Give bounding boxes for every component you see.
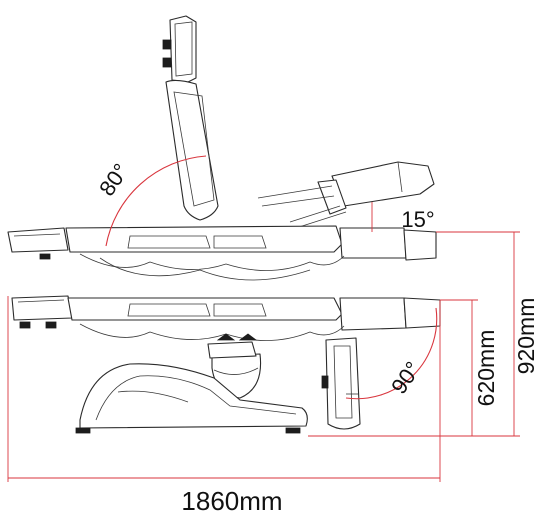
legrest-down [321, 337, 361, 430]
dimension-lines [7, 202, 520, 482]
flat-position-chair [11, 295, 441, 434]
frame-upper [7, 225, 437, 281]
base [75, 363, 308, 434]
back-angle-label: 80° [94, 159, 134, 201]
total-length-label: 1860mm [181, 486, 282, 516]
raised-position-chair [7, 15, 437, 281]
min-height-label: 620mm [473, 330, 499, 407]
angle-arcs [105, 155, 438, 400]
backrest-raised [162, 15, 219, 221]
cushions-flat [11, 295, 441, 341]
leg-angle-label: 15° [401, 207, 434, 232]
legrest-raised [257, 161, 435, 229]
leg-drop-angle-label: 90° [386, 357, 426, 399]
max-height-label: 920mm [513, 298, 538, 375]
